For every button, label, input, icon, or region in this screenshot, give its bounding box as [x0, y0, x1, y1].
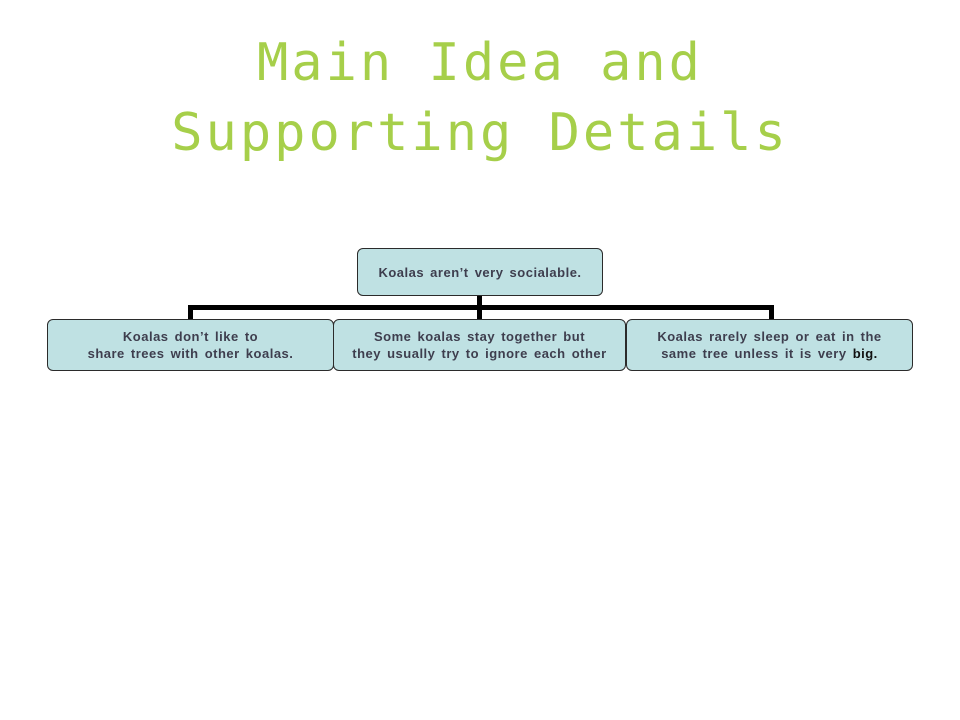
detail-1-line-2: share trees with other koalas.	[87, 346, 294, 361]
detail-3-emphasis: big.	[852, 346, 878, 361]
detail-2-line-1: Some koalas stay together but	[373, 329, 586, 344]
detail-2-line-2: they usually try to ignore each other	[352, 346, 607, 361]
detail-3-line-1: Koalas rarely sleep or eat in the	[657, 329, 882, 344]
connector-trunk	[477, 296, 482, 309]
connector-drop-right	[769, 305, 774, 320]
main-idea-node: Koalas aren’t very socialable.	[357, 248, 603, 296]
slide-title: Main Idea and Supporting Details	[0, 28, 960, 168]
connector-lines	[188, 296, 774, 320]
connector-drop-middle	[477, 305, 482, 320]
detail-3-line-2: same tree unless it is very big.	[661, 345, 878, 362]
main-idea-text: Koalas aren’t very socialable.	[378, 264, 582, 280]
detail-node-1: Koalas don’t like to share trees with ot…	[47, 319, 334, 371]
detail-3-line-2-text: same tree unless it is very	[661, 346, 853, 361]
connector-drop-left	[188, 305, 193, 320]
title-line-1: Main Idea and	[257, 33, 703, 93]
title-line-2: Supporting Details	[171, 103, 789, 163]
detail-node-3: Koalas rarely sleep or eat in the same t…	[626, 319, 913, 371]
detail-1-line-1: Koalas don’t like to	[122, 329, 259, 344]
detail-node-2: Some koalas stay together but they usual…	[333, 319, 626, 371]
